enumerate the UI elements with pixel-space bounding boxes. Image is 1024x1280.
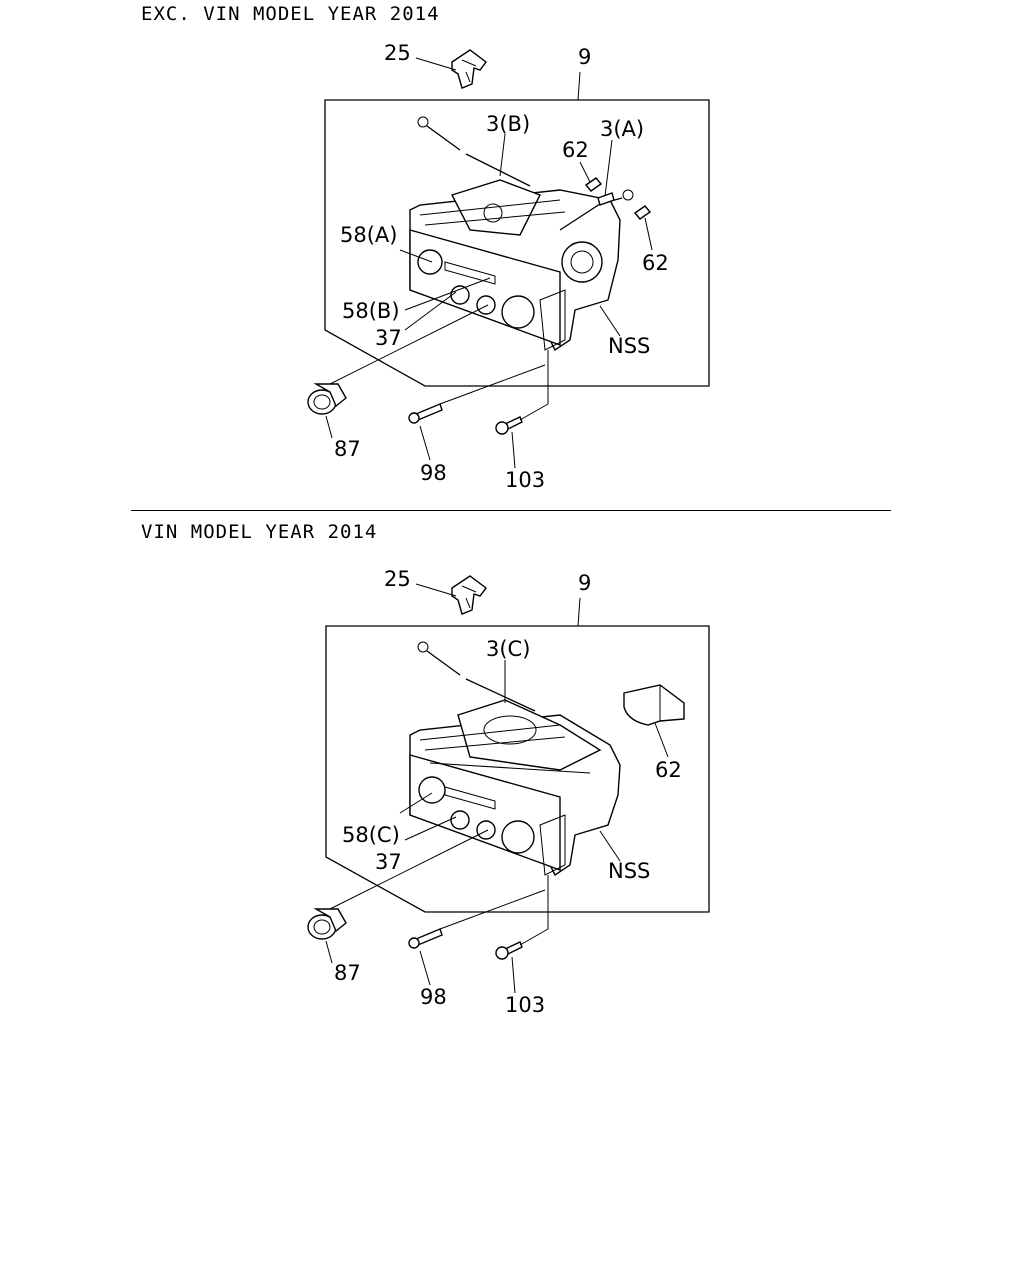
control-head-assembly bbox=[409, 699, 621, 877]
callout-25: 25 bbox=[384, 41, 411, 65]
pin-part-62-a bbox=[584, 177, 603, 192]
diagram-vin-model-year: 25 9 3(C) 62 58(C) 37 NSS 87 98 103 bbox=[307, 567, 710, 1017]
cable-3b bbox=[417, 116, 531, 187]
screw-part-103 bbox=[495, 941, 523, 960]
callout-62-lower: 62 bbox=[642, 251, 669, 275]
pin-part-62-b bbox=[633, 205, 652, 220]
callout-9: 9 bbox=[578, 571, 591, 595]
callout-58b: 58(B) bbox=[342, 299, 400, 323]
callout-37: 37 bbox=[375, 850, 402, 874]
section-title-exc-vin: EXC. VIN MODEL YEAR 2014 bbox=[141, 3, 440, 25]
callout-103: 103 bbox=[505, 468, 545, 492]
screw-part-103 bbox=[495, 416, 523, 435]
cable-3c bbox=[417, 641, 536, 712]
callout-62: 62 bbox=[655, 758, 682, 782]
callout-58c: 58(C) bbox=[342, 823, 400, 847]
leader-lines bbox=[325, 583, 669, 994]
cable-3a bbox=[559, 189, 634, 231]
housing-outline-box bbox=[325, 625, 710, 913]
callout-37: 37 bbox=[375, 326, 402, 350]
callout-58a: 58(A) bbox=[340, 223, 397, 247]
clip-part-25 bbox=[451, 575, 487, 615]
callout-3a: 3(A) bbox=[600, 117, 644, 141]
clip-part-25 bbox=[451, 49, 487, 89]
screw-part-98 bbox=[408, 403, 443, 424]
callout-3c: 3(C) bbox=[486, 637, 530, 661]
bulb-socket-part-87 bbox=[307, 383, 347, 415]
leader-lines bbox=[325, 57, 653, 469]
callout-nss: NSS bbox=[608, 334, 650, 358]
section-divider bbox=[131, 510, 891, 511]
callout-103: 103 bbox=[505, 993, 545, 1017]
callout-87: 87 bbox=[334, 961, 361, 985]
callout-87: 87 bbox=[334, 437, 361, 461]
housing-outline-box bbox=[324, 99, 710, 387]
callout-62-upper: 62 bbox=[562, 138, 589, 162]
diagram-exc-vin-model-year: 25 9 3(B) 3(A) 62 62 58(A) 58(B) 37 NSS … bbox=[307, 41, 710, 492]
bulb-socket-part-87 bbox=[307, 908, 347, 940]
callout-3b: 3(B) bbox=[486, 112, 530, 136]
callout-25: 25 bbox=[384, 567, 411, 591]
control-head-assembly bbox=[409, 179, 621, 352]
callout-nss: NSS bbox=[608, 859, 650, 883]
knob-part-62 bbox=[623, 684, 685, 726]
callout-98: 98 bbox=[420, 985, 447, 1009]
section-title-vin: VIN MODEL YEAR 2014 bbox=[141, 521, 378, 543]
callout-98: 98 bbox=[420, 461, 447, 485]
callout-9: 9 bbox=[578, 45, 591, 69]
screw-part-98 bbox=[408, 928, 443, 949]
